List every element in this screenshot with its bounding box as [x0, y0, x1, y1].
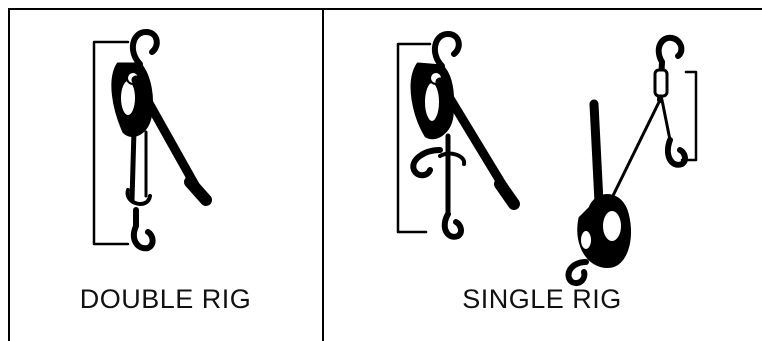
single-rig-hoist-left-illustration [396, 31, 520, 240]
double-rig-caption: DOUBLE RIG [79, 284, 252, 314]
double-rig-hoist-illustration [92, 29, 212, 252]
single-rig-caption: SINGLE RIG [462, 284, 622, 314]
single-rig-panel [322, 8, 762, 341]
single-rig-hoist-right-illustration [565, 34, 698, 286]
